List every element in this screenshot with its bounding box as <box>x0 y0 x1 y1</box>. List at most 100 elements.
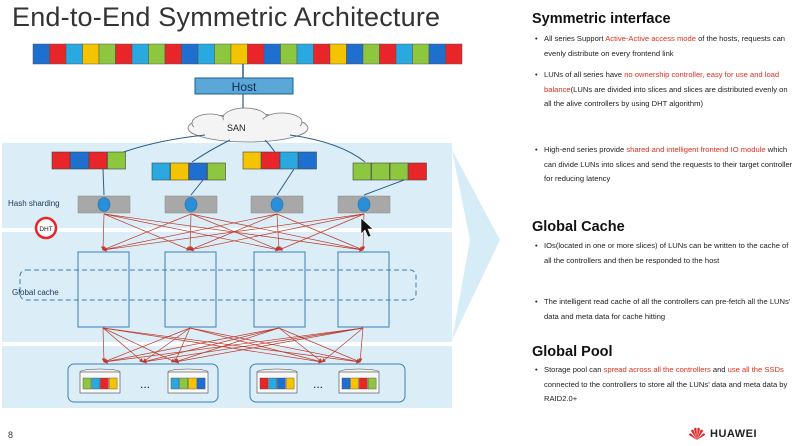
cache-panel <box>2 232 452 342</box>
cross-arrow <box>189 327 361 364</box>
cross-arrow <box>102 327 144 363</box>
strip-slice <box>214 43 232 65</box>
cross-arrow <box>103 327 191 363</box>
strip-slice <box>313 43 331 65</box>
cache-to-pool-arrows <box>101 327 364 364</box>
pool-panel <box>2 346 452 408</box>
strip-slice <box>395 43 413 65</box>
strip-slice <box>164 43 182 65</box>
strip-slice <box>32 43 50 65</box>
bullet-text-segment: and <box>710 365 728 374</box>
strip-slice <box>379 43 397 65</box>
strip-slice <box>181 43 199 65</box>
lun-slice <box>188 162 208 181</box>
cross-arrow <box>276 213 364 251</box>
strip-slice <box>115 43 133 65</box>
cross-arrow <box>278 213 365 251</box>
chevron-right-icon <box>452 150 500 340</box>
cross-arrow <box>100 213 106 251</box>
strip-slice <box>346 43 364 65</box>
cross-arrow <box>102 213 365 252</box>
pool-ellipsis: ... <box>313 377 323 391</box>
lun-slice <box>408 162 427 181</box>
lun-slice <box>170 162 189 181</box>
bullet-text-segment: The intelligent read cache of all the co… <box>544 297 791 321</box>
bullet-no-ownership: LUNs of all series have no ownership con… <box>535 68 796 112</box>
disk-slice <box>170 377 180 390</box>
cross-arrow <box>321 327 364 363</box>
brand-name: HUAWEI <box>710 428 757 440</box>
cross-arrow <box>102 213 192 251</box>
bullet-text-segment: connected to the controllers to store al… <box>544 379 788 404</box>
bullet-text-segment: (LUNs are divided into slices and slices… <box>544 84 788 109</box>
io-module-core <box>270 197 284 212</box>
bullet-active-active: All series Support Active-Active access … <box>535 32 796 61</box>
lun-slice <box>70 151 89 170</box>
strip-slice <box>445 43 463 65</box>
lun-slice <box>107 151 126 170</box>
down-arrow <box>190 179 204 196</box>
strip-slice <box>247 43 265 65</box>
cross-arrow <box>189 327 323 364</box>
disk-slice <box>350 377 359 390</box>
bullet-text-segment: LUNs of all series have <box>544 70 625 79</box>
io-modules <box>77 195 391 214</box>
strip-slice <box>263 43 281 65</box>
strip-slice <box>280 43 298 65</box>
strip-slice <box>428 43 446 65</box>
cross-arrow <box>142 327 280 364</box>
disk-slice <box>188 377 197 390</box>
san-label: SAN <box>227 123 246 133</box>
lun-slice <box>352 162 372 181</box>
host-box <box>194 77 294 95</box>
strip-slice <box>296 43 314 65</box>
lun-slice <box>389 162 409 181</box>
lun-slice <box>242 151 262 170</box>
cache-box <box>77 251 130 328</box>
bullet-storage-pool: Storage pool can spread across all the c… <box>535 363 796 407</box>
strip-slice <box>197 43 215 65</box>
section-title-global-cache: Global Cache <box>532 219 625 235</box>
disk-slice <box>259 377 269 390</box>
disk-slice <box>277 377 286 390</box>
disk-slice <box>341 377 351 390</box>
lun-slice-groups <box>51 151 427 181</box>
disk-slice <box>285 377 295 390</box>
lun-slice <box>207 162 226 181</box>
bullet-write-cache: IOs(located in one or more slices) of LU… <box>535 239 796 268</box>
cache-box <box>164 251 217 328</box>
strip-slice <box>49 43 67 65</box>
lun-slice <box>298 151 317 170</box>
bullet-text-segment: spread across all the controllers <box>603 365 711 374</box>
hash-sharding-label: Hash sharding <box>8 199 60 208</box>
architecture-diagram: Host SAN Hash sharding DHT Global cache … <box>2 43 500 408</box>
lun-slice <box>51 151 71 170</box>
cross-arrow <box>102 327 176 363</box>
host-data-strip <box>32 43 463 65</box>
controller-cache-boxes <box>77 251 390 328</box>
pool-ellipsis: ... <box>140 377 150 391</box>
bullet-text-segment: IOs(located in one or more slices) of LU… <box>544 241 789 265</box>
strip-slice <box>412 43 430 65</box>
bullet-text-segment: All series Support <box>544 34 606 43</box>
disk-slice <box>367 377 377 390</box>
strip-slice <box>131 43 149 65</box>
cross-arrow <box>102 327 323 364</box>
page-number: 8 <box>8 430 14 440</box>
dht-badge: DHT <box>34 216 58 240</box>
bullet-text-segment: which can divide LUNs into slices and se… <box>544 145 793 184</box>
pool-group <box>249 363 406 403</box>
bullet-text-segment: Storage pool can <box>544 365 604 374</box>
cross-arrow <box>142 327 191 363</box>
cross-arrow <box>174 327 280 363</box>
strip-slice <box>65 43 83 65</box>
lun-slice <box>151 162 171 181</box>
disk-slice <box>100 377 109 390</box>
cross-arrow <box>360 213 366 251</box>
disk-slice <box>108 377 118 390</box>
down-arrow <box>102 168 105 196</box>
bullet-read-cache: The intelligent read cache of all the co… <box>535 295 796 324</box>
disk-slice <box>268 377 277 390</box>
lun-to-io-arrows <box>102 168 405 196</box>
io-module-core <box>97 197 111 212</box>
